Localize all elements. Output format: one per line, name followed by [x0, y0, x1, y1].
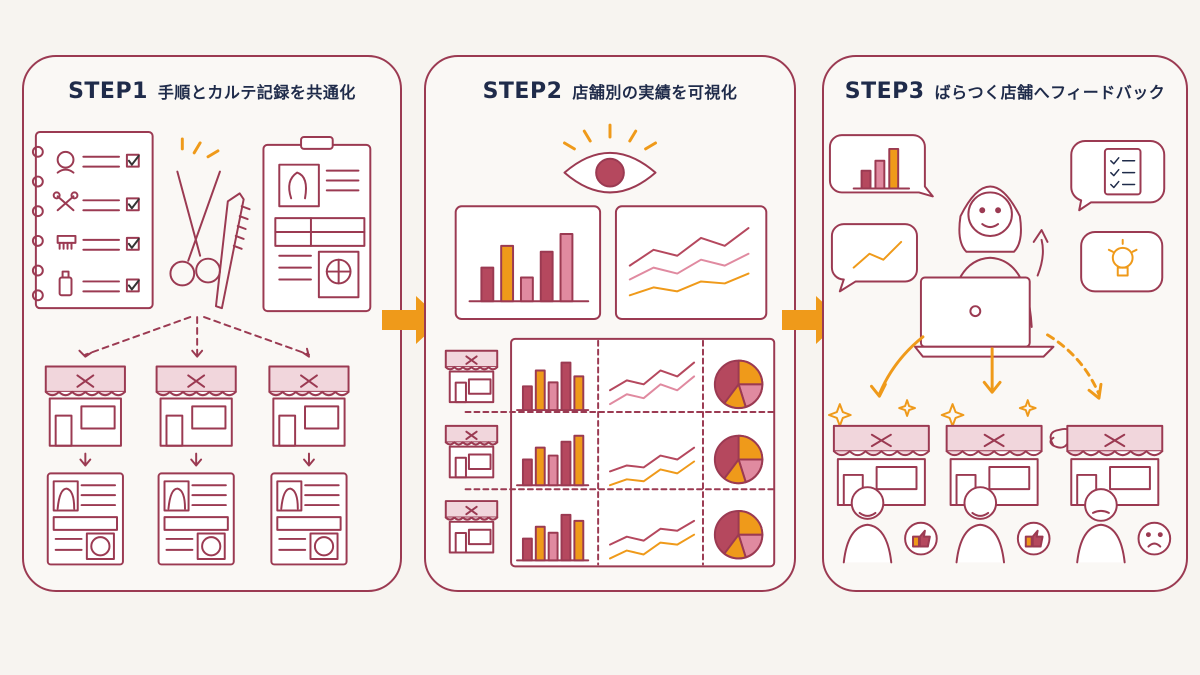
step3-heading: STEP3 ばらつく店舗へフィードバック — [824, 79, 1186, 104]
scissors-icon — [169, 170, 221, 287]
mini-line-chart — [609, 446, 696, 487]
bar-chart-card — [454, 205, 602, 321]
line-chart-card — [614, 205, 768, 321]
step3-illustration — [827, 134, 1166, 449]
speech-bubble-bar-chart-icon — [828, 134, 934, 198]
step1-panel: STEP1 手順とカルテ記録を共通化 — [22, 55, 402, 592]
step1-shops — [44, 365, 350, 566]
mini-line-chart — [609, 519, 696, 560]
step3-shops — [832, 424, 1172, 564]
salon-store-icon — [444, 349, 499, 404]
step2-heading: STEP2 店舗別の実績を可視化 — [426, 79, 794, 104]
patient-chart-record-icon — [157, 472, 235, 566]
salon-store-icon — [1066, 424, 1164, 506]
staff-person-icon — [955, 486, 1005, 564]
salon-store-icon — [444, 424, 499, 479]
salon-store-icon — [832, 424, 930, 506]
sad-face-icon — [1137, 521, 1172, 556]
mini-line-chart — [609, 361, 696, 406]
speech-bubble-line-chart-icon — [830, 223, 918, 293]
patient-chart-record-icon — [46, 472, 124, 566]
mini-pie-chart — [713, 434, 764, 485]
feedback-arrows — [869, 333, 1103, 400]
staff-person-icon — [842, 486, 893, 564]
step3-label: STEP3 — [844, 79, 925, 104]
mini-bar-chart — [516, 361, 590, 412]
step3-title: ばらつく店舗へフィードバック — [934, 83, 1166, 102]
laptop-icon — [914, 276, 1055, 358]
down-arrow-icon — [303, 452, 315, 467]
thumbs-up-icon — [904, 521, 938, 556]
mini-bar-chart — [516, 513, 590, 562]
step2-panel: STEP2 店舗別の実績を可視化 — [424, 55, 796, 592]
shine-marks-icon — [180, 137, 220, 159]
consultant-person-icon — [947, 185, 1049, 328]
salon-store-icon — [444, 500, 499, 554]
step2-table-rows — [444, 349, 764, 562]
mini-pie-chart — [713, 509, 764, 560]
staff-person-icon — [1076, 488, 1126, 564]
step1-illustration — [31, 131, 372, 358]
clipboard-chart-icon — [262, 135, 372, 313]
mini-pie-chart — [713, 359, 764, 410]
comb-icon — [214, 192, 251, 310]
step3-panel: STEP3 ばらつく店舗へフィードバック — [822, 55, 1188, 592]
step2-title: 店舗別の実績を可視化 — [572, 83, 738, 102]
thumbs-up-icon — [1016, 521, 1051, 556]
patient-chart-record-icon — [270, 472, 348, 566]
salon-store-icon — [945, 424, 1043, 506]
step1-heading: STEP1 手順とカルテ記録を共通化 — [24, 79, 400, 104]
salon-store-icon — [268, 365, 350, 447]
mini-bar-chart — [516, 434, 590, 487]
step2-label: STEP2 — [482, 79, 563, 104]
down-arrow-icon — [190, 452, 203, 467]
speech-bubble-lightbulb-icon — [1080, 231, 1164, 293]
step1-label: STEP1 — [68, 79, 148, 104]
eye-icon — [563, 123, 657, 194]
speech-bubble-checklist-icon — [1070, 140, 1166, 212]
distribution-arrows — [84, 316, 310, 356]
down-arrow-icon — [79, 452, 92, 467]
salon-store-icon — [155, 365, 237, 447]
step1-title: 手順とカルテ記録を共通化 — [157, 83, 356, 102]
checklist-notebook-icon — [31, 131, 154, 310]
salon-store-icon — [44, 365, 126, 447]
